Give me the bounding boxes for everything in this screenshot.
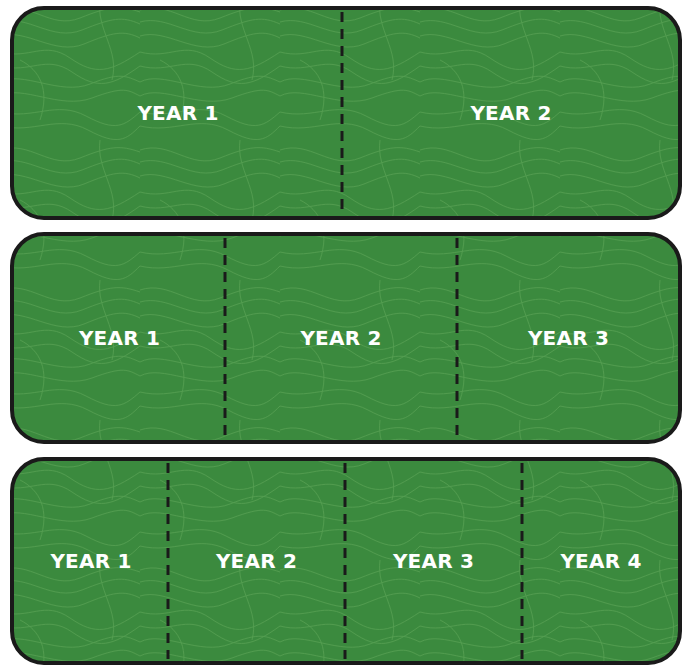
divider <box>521 463 524 659</box>
divider <box>344 463 347 659</box>
year-segment: YEAR 1 <box>16 12 340 214</box>
year-label: YEAR 4 <box>560 549 641 573</box>
year-segment: YEAR 2 <box>344 12 678 214</box>
year-label: YEAR 1 <box>50 549 131 573</box>
divider <box>224 238 227 438</box>
year-segment: YEAR 2 <box>170 463 343 659</box>
year-segment: YEAR 1 <box>16 463 166 659</box>
year-label: YEAR 1 <box>79 326 160 350</box>
year-segment: YEAR 3 <box>459 238 678 438</box>
year-label: YEAR 2 <box>470 101 551 125</box>
divider <box>167 463 170 659</box>
band <box>12 459 680 663</box>
year-label: YEAR 2 <box>216 549 297 573</box>
band <box>12 234 680 442</box>
divider <box>341 12 344 214</box>
year-segment: YEAR 1 <box>16 238 223 438</box>
year-segment: YEAR 2 <box>227 238 455 438</box>
year-label: YEAR 3 <box>393 549 474 573</box>
year-label: YEAR 2 <box>300 326 381 350</box>
year-segment: YEAR 3 <box>347 463 520 659</box>
year-label: YEAR 3 <box>528 326 609 350</box>
year-segment: YEAR 4 <box>524 463 678 659</box>
band <box>12 8 680 218</box>
year-label: YEAR 1 <box>137 101 218 125</box>
divider <box>456 238 459 438</box>
